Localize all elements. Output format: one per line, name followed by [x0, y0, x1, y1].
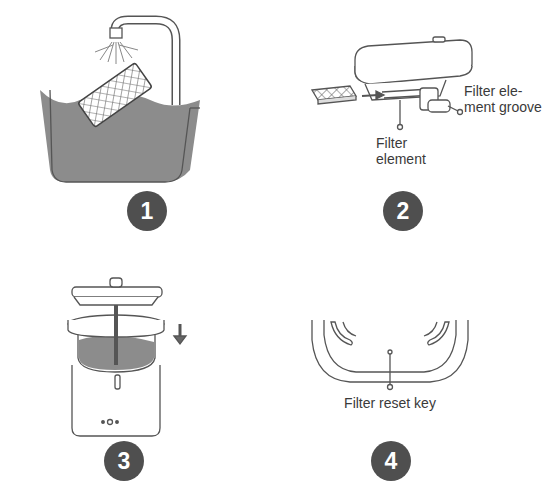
step-number-circle: 2 — [383, 191, 423, 231]
filter-install-illustration — [312, 37, 472, 130]
washing-illustration — [40, 20, 200, 182]
step-number: 1 — [141, 200, 154, 223]
fountain-illustration — [68, 278, 186, 436]
part-label: Filter reset key — [344, 395, 436, 411]
step-number: 4 — [385, 450, 398, 473]
step-number-circle: 4 — [371, 441, 411, 481]
base-illustration — [312, 320, 468, 390]
part-label: Filter ele- ment groove — [464, 83, 542, 115]
step-number-circle: 1 — [127, 191, 167, 231]
step-number: 2 — [397, 200, 410, 223]
step-number: 3 — [118, 450, 131, 473]
part-label: Filter element — [376, 135, 436, 167]
step-number-circle: 3 — [104, 441, 144, 481]
